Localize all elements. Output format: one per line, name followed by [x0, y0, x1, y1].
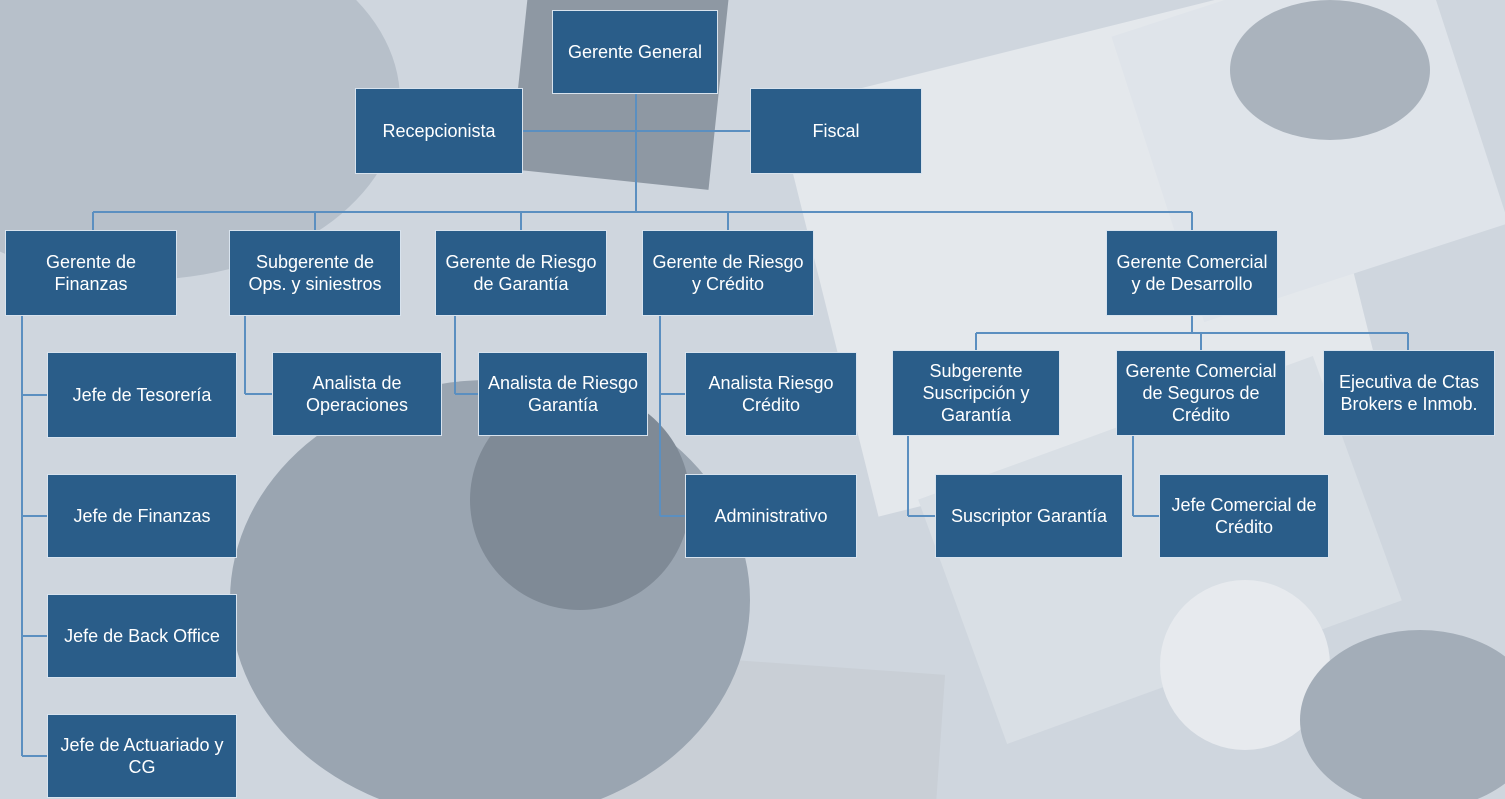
node-jefe-back-office: Jefe de Back Office [47, 594, 237, 678]
node-gerente-finanzas: Gerente de Finanzas [5, 230, 177, 316]
node-jefe-comercial-credito: Jefe Comercial de Crédito [1159, 474, 1329, 558]
node-label: Gerente Comercial de Seguros de Crédito [1125, 361, 1277, 425]
node-subgerente-ops: Subgerente de Ops. y siniestros [229, 230, 401, 316]
node-gerente-riesgo-credito: Gerente de Riesgo y Crédito [642, 230, 814, 316]
node-administrativo: Administrativo [685, 474, 857, 558]
node-label: Jefe de Tesorería [72, 385, 212, 405]
node-label: Jefe Comercial de Crédito [1171, 495, 1317, 537]
node-label: Gerente Comercial y de Desarrollo [1116, 252, 1268, 294]
node-label: Gerente de Riesgo y Crédito [652, 252, 804, 294]
node-analista-riesgo-garantia: Analista de Riesgo Garantía [478, 352, 648, 436]
node-label: Gerente General [567, 42, 703, 62]
node-label: Analista de Operaciones [305, 373, 409, 415]
node-gerente-comercial: Gerente Comercial y de Desarrollo [1106, 230, 1278, 316]
node-label: Analista Riesgo Crédito [708, 373, 834, 415]
node-label: Recepcionista [382, 121, 496, 141]
node-analista-riesgo-credito: Analista Riesgo Crédito [685, 352, 857, 436]
node-label: Jefe de Actuariado y CG [60, 735, 224, 777]
node-jefe-finanzas: Jefe de Finanzas [47, 474, 237, 558]
node-label: Analista de Riesgo Garantía [487, 373, 639, 415]
node-label: Suscriptor Garantía [950, 506, 1108, 526]
node-analista-operaciones: Analista de Operaciones [272, 352, 442, 436]
node-gerente-general: Gerente General [552, 10, 718, 94]
node-label: Subgerente Suscripción y Garantía [922, 361, 1030, 425]
node-subgerente-suscripcion: Subgerente Suscripción y Garantía [892, 350, 1060, 436]
node-label: Jefe de Back Office [64, 626, 220, 646]
node-label: Jefe de Finanzas [73, 506, 211, 526]
node-label: Gerente de Finanzas [45, 252, 137, 294]
node-label: Subgerente de Ops. y siniestros [248, 252, 382, 294]
node-label: Administrativo [714, 506, 828, 526]
node-label: Ejecutiva de Ctas Brokers e Inmob. [1338, 372, 1480, 414]
node-fiscal: Fiscal [750, 88, 922, 174]
node-recepcionista: Recepcionista [355, 88, 523, 174]
node-gerente-comercial-seguros: Gerente Comercial de Seguros de Crédito [1116, 350, 1286, 436]
node-suscriptor-garantia: Suscriptor Garantía [935, 474, 1123, 558]
node-jefe-tesoreria: Jefe de Tesorería [47, 352, 237, 438]
node-ejecutiva-ctas: Ejecutiva de Ctas Brokers e Inmob. [1323, 350, 1495, 436]
node-label: Fiscal [812, 121, 860, 141]
node-jefe-actuariado: Jefe de Actuariado y CG [47, 714, 237, 798]
node-gerente-riesgo-garantia: Gerente de Riesgo de Garantía [435, 230, 607, 316]
node-label: Gerente de Riesgo de Garantía [445, 252, 597, 294]
